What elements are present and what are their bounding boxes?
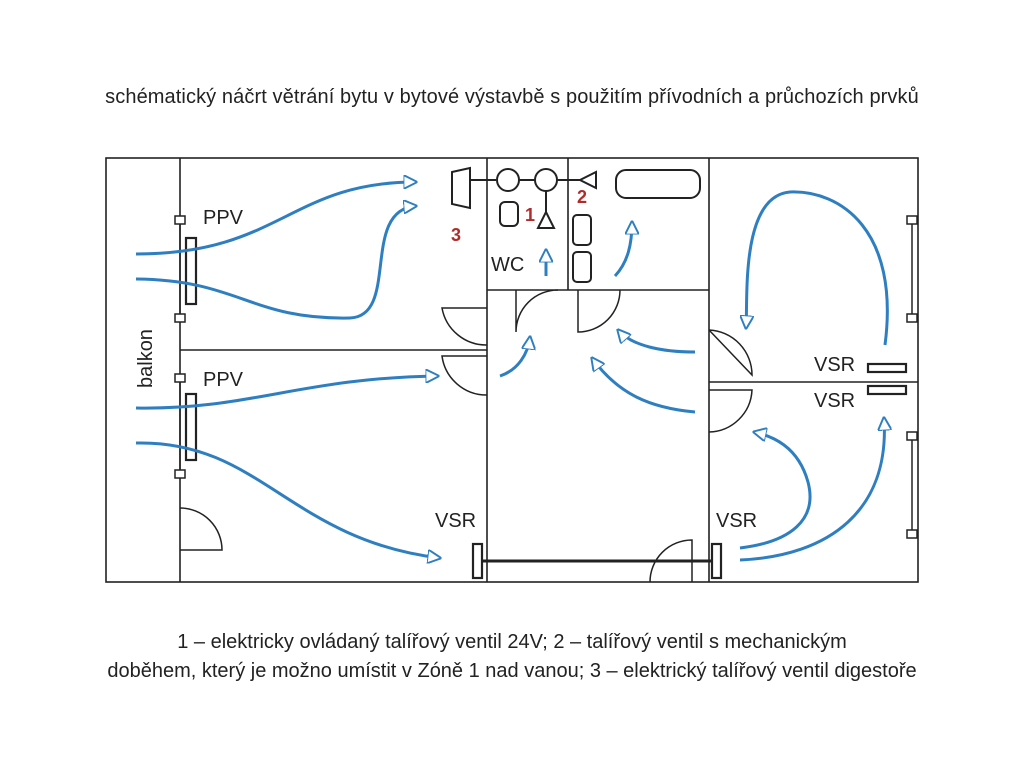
- vsr-bar-right-bottom: [866, 384, 908, 396]
- valve-2-icon: [577, 170, 597, 190]
- valve-1-icon: [534, 168, 558, 192]
- ppv-label: PPV: [203, 369, 244, 391]
- wc-fan-icon: [496, 168, 520, 192]
- sink-icon: [572, 214, 592, 246]
- airflow-arrow: [135, 376, 438, 410]
- airflow-arrow: [592, 358, 696, 414]
- bathtub-icon: [615, 169, 701, 199]
- door-bottom-left-room: [441, 355, 488, 396]
- door-entrance: [649, 539, 693, 583]
- windows: [174, 215, 918, 539]
- outer-wall: [105, 157, 919, 583]
- washer-icon: [572, 251, 592, 283]
- airflow: [135, 182, 889, 562]
- vsr-bar-hall-left: [471, 542, 484, 580]
- window-right-bottom: [906, 431, 918, 539]
- ppv-label: PPV: [203, 207, 244, 229]
- airflow-arrow: [499, 337, 530, 378]
- airflow-arrow: [746, 190, 889, 346]
- toilet-icon: [499, 201, 519, 227]
- airflow-arrow: [739, 418, 884, 562]
- marker-2: 2: [577, 187, 587, 207]
- vsr-label: VSR: [814, 390, 855, 412]
- vsr-label: VSR: [814, 354, 855, 376]
- caption-line: doběhem, který je možno umístit v Zóně 1…: [107, 660, 917, 682]
- airflow-arrow: [618, 330, 696, 354]
- door-right-room-top: [708, 329, 753, 377]
- airflow-arrow: [135, 206, 416, 320]
- doors: [179, 289, 753, 583]
- window-left-top: [174, 215, 198, 323]
- door-wc: [515, 289, 559, 333]
- legend-caption: 1 – elektricky ovládaný talířový ventil …: [0, 628, 1024, 686]
- marker-3: 3: [451, 225, 461, 245]
- door-bathroom: [577, 289, 621, 333]
- vsr-bar-hall-right: [710, 542, 723, 580]
- window-left-bottom: [174, 373, 198, 479]
- wc-label: WC: [491, 254, 524, 276]
- airflow-arrow: [739, 432, 812, 550]
- door-balcony: [179, 507, 223, 551]
- window-right-top: [906, 215, 918, 323]
- vsr-elements: [471, 362, 908, 580]
- vsr-label: VSR: [716, 510, 757, 532]
- marker-1: 1: [525, 205, 535, 225]
- balcony-label: balkon: [135, 329, 157, 388]
- caption-line: 1 – elektricky ovládaný talířový ventil …: [177, 631, 847, 653]
- kitchen-hood-icon: [451, 166, 471, 210]
- vsr-bar-right-top: [866, 362, 908, 374]
- door-top-left-room: [441, 307, 488, 346]
- door-right-room-bottom: [708, 389, 753, 433]
- valve-1-stem: [536, 191, 556, 229]
- airflow-arrow: [135, 441, 440, 558]
- diagram-title: schématický náčrt větrání bytu v bytové …: [105, 86, 919, 108]
- airflow-arrow: [613, 222, 632, 278]
- fixtures: [451, 166, 701, 283]
- airflow-arrow: [135, 182, 416, 256]
- vsr-label: VSR: [435, 510, 476, 532]
